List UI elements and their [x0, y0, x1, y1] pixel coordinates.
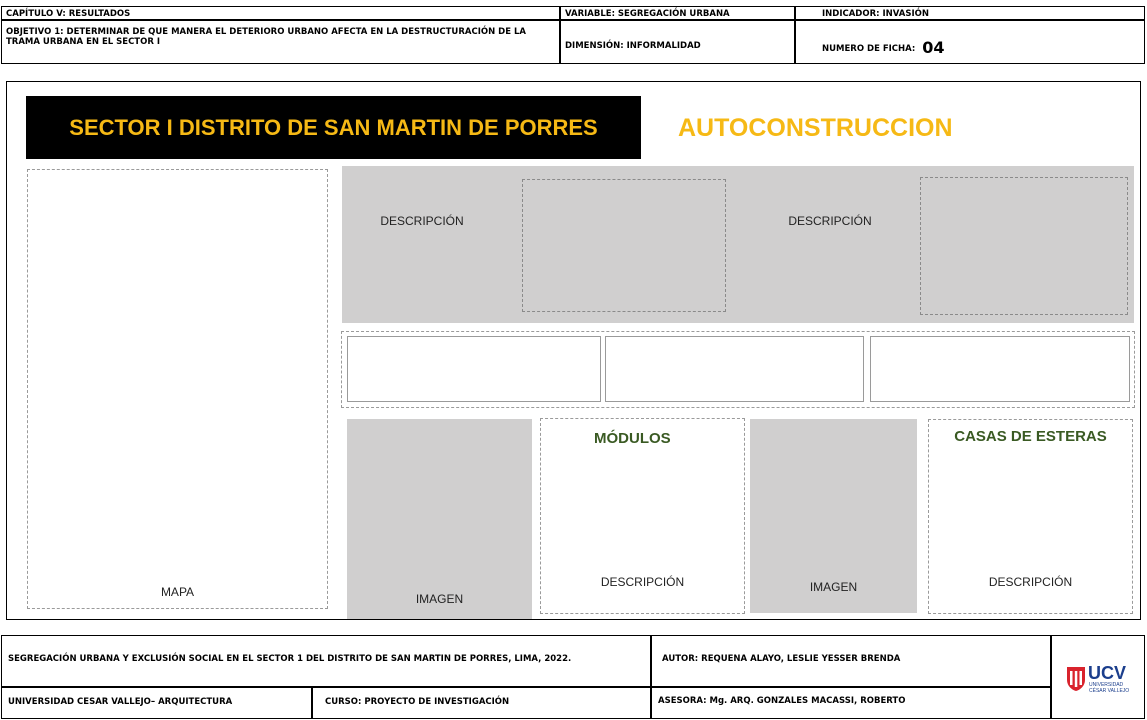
logo-subtext-1: UNIVERSIDAD — [1089, 682, 1124, 688]
sheet-label: NUMERO DE FICHA: — [822, 44, 916, 54]
university-text: UNIVERSIDAD CESAR VALLEJO– ARQUITECTURA — [8, 697, 233, 707]
middle-box-3 — [870, 336, 1130, 402]
main-frame — [6, 81, 1141, 620]
map-label: MAPA — [160, 585, 195, 599]
modulos-description: DESCRIPCIÓN — [600, 575, 685, 589]
indicator-text: INDICADOR: INVASIÓN — [822, 9, 929, 19]
casas-title: CASAS DE ESTERAS — [954, 428, 1107, 445]
description-image-slot-2 — [920, 177, 1128, 315]
course-text: CURSO: PROYECTO DE INVESTIGACIÓN — [325, 697, 510, 707]
advisor-text: ASESORA: Mg. ARQ. GONZALES MACASSI, ROBE… — [658, 696, 906, 706]
dimension-cell: DIMENSIÓN: INFORMALIDAD — [560, 20, 795, 64]
description-panel: DESCRIPCIÓN DESCRIPCIÓN — [342, 166, 1134, 323]
ucv-logo: UCV UNIVERSIDAD CÉSAR VALLEJO — [1066, 664, 1140, 696]
description-image-slot-1 — [522, 179, 726, 312]
sector-title: SECTOR I DISTRITO DE SAN MARTIN DE PORRE… — [69, 115, 598, 140]
thesis-title: SEGREGACIÓN URBANA Y EXCLUSIÓN SOCIAL EN… — [8, 654, 572, 664]
logo-text: UCV — [1088, 663, 1127, 683]
map-placeholder: MAPA — [27, 169, 328, 609]
author-cell: AUTOR: REQUENA ALAYO, LESLIE YESSER BREN… — [651, 635, 1051, 687]
shield-icon — [1067, 667, 1085, 691]
modulos-title: MÓDULOS — [594, 430, 671, 447]
chapter-text: CAPÍTULO V: RESULTADOS — [6, 9, 131, 19]
image-placeholder-2: IMAGEN — [750, 419, 917, 613]
logo-subtext-2: CÉSAR VALLEJO — [1089, 688, 1130, 694]
topic-title: AUTOCONSTRUCCION — [678, 114, 953, 142]
image-label-1: IMAGEN — [415, 592, 464, 606]
description-label-2: DESCRIPCIÓN — [788, 214, 872, 228]
modulos-box: MÓDULOS DESCRIPCIÓN — [540, 418, 745, 614]
course-cell: CURSO: PROYECTO DE INVESTIGACIÓN — [312, 687, 651, 719]
advisor-cell: ASESORA: Mg. ARQ. GONZALES MACASSI, ROBE… — [651, 687, 1051, 719]
middle-box-1 — [347, 336, 601, 402]
middle-row-frame — [341, 331, 1135, 408]
sheet-number: 04 — [922, 38, 945, 57]
header-table: CAPÍTULO V: RESULTADOS OBJETIVO 1: DETER… — [1, 6, 1145, 64]
logo-cell: UCV UNIVERSIDAD CÉSAR VALLEJO — [1051, 635, 1145, 719]
sheet-number-cell: NUMERO DE FICHA: 04 — [795, 20, 1145, 64]
casas-box: CASAS DE ESTERAS DESCRIPCIÓN — [928, 419, 1133, 614]
objective-text: OBJETIVO 1: DETERMINAR DE QUE MANERA EL … — [6, 27, 526, 47]
image-placeholder-1: IMAGEN — [347, 419, 532, 619]
variable-cell: VARIABLE: SEGREGACIÓN URBANA — [560, 6, 795, 20]
author-text: AUTOR: REQUENA ALAYO, LESLIE YESSER BREN… — [662, 654, 901, 664]
thesis-title-cell: SEGREGACIÓN URBANA Y EXCLUSIÓN SOCIAL EN… — [1, 635, 651, 687]
casas-description: DESCRIPCIÓN — [988, 575, 1073, 589]
description-label-1: DESCRIPCIÓN — [380, 214, 464, 228]
image-label-2: IMAGEN — [809, 580, 858, 594]
dimension-text: DIMENSIÓN: INFORMALIDAD — [565, 41, 701, 51]
sector-title-bar: SECTOR I DISTRITO DE SAN MARTIN DE PORRE… — [26, 96, 641, 159]
middle-box-2 — [605, 336, 864, 402]
chapter-cell: CAPÍTULO V: RESULTADOS — [1, 6, 560, 20]
variable-text: VARIABLE: SEGREGACIÓN URBANA — [565, 9, 730, 19]
objective-cell: OBJETIVO 1: DETERMINAR DE QUE MANERA EL … — [1, 20, 560, 64]
footer-table: SEGREGACIÓN URBANA Y EXCLUSIÓN SOCIAL EN… — [1, 635, 1145, 719]
indicator-cell: INDICADOR: INVASIÓN — [795, 6, 1145, 20]
university-cell: UNIVERSIDAD CESAR VALLEJO– ARQUITECTURA — [1, 687, 312, 719]
